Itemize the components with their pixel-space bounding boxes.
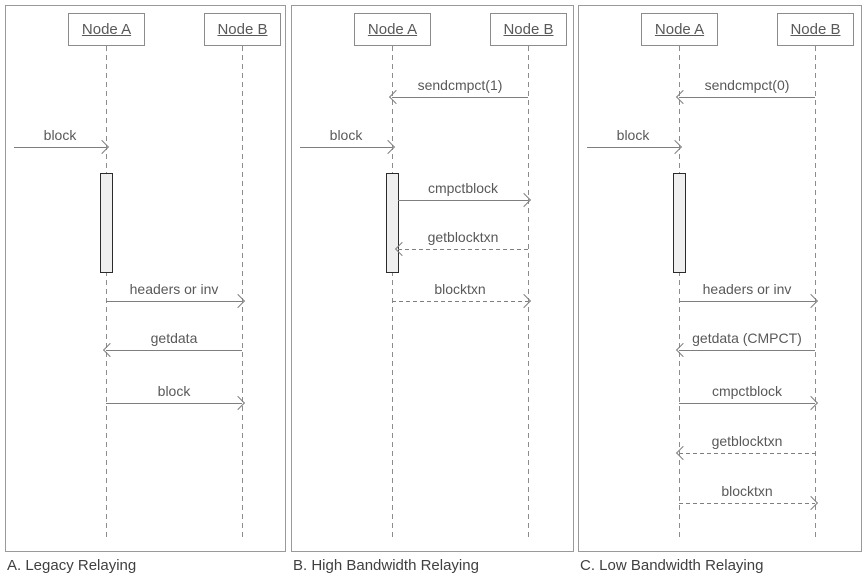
message-label: block <box>616 127 650 143</box>
message-line <box>106 403 242 404</box>
message-label: getblocktxn <box>427 229 499 245</box>
node-a-label: Node A <box>367 21 418 38</box>
node-b-label: Node B <box>790 21 841 38</box>
node-a-box: Node A <box>354 13 431 46</box>
message-line <box>679 403 815 404</box>
message-line <box>679 97 815 98</box>
message-line <box>398 249 528 250</box>
message-line <box>679 301 815 302</box>
message-line <box>679 350 815 351</box>
message-label: block <box>43 127 77 143</box>
message-label: block <box>329 127 363 143</box>
node-b-box: Node B <box>777 13 854 46</box>
node-a-activation-bar <box>100 173 113 273</box>
message-line <box>679 453 815 454</box>
message-line <box>587 147 679 148</box>
node-a-box: Node A <box>68 13 145 46</box>
node-b-box: Node B <box>204 13 281 46</box>
caption-low-bandwidth-relaying: C. Low Bandwidth Relaying <box>580 557 764 574</box>
message-line <box>679 503 815 504</box>
message-line <box>392 97 528 98</box>
node-b-label: Node B <box>503 21 554 38</box>
message-label: sendcmpct(1) <box>417 77 503 93</box>
node-b-lifeline <box>528 46 529 541</box>
message-label: getdata (CMPCT) <box>692 330 802 346</box>
message-label: blocktxn <box>721 483 773 499</box>
node-a-activation-bar <box>673 173 686 273</box>
node-a-label: Node A <box>81 21 132 38</box>
message-line <box>300 147 392 148</box>
node-b-lifeline <box>815 46 816 541</box>
node-b-label: Node B <box>217 21 268 38</box>
node-a-lifeline <box>679 46 680 541</box>
message-label: getblocktxn <box>711 433 783 449</box>
message-label: getdata <box>150 330 198 346</box>
message-label: headers or inv <box>702 281 792 297</box>
message-line <box>392 301 528 302</box>
panel-legacy-relaying: Node A Node B block headers or inv getda… <box>5 5 286 552</box>
node-a-lifeline <box>392 46 393 541</box>
message-line <box>398 200 528 201</box>
message-label: blocktxn <box>434 281 486 297</box>
node-a-lifeline <box>106 46 107 541</box>
caption-high-bandwidth-relaying: B. High Bandwidth Relaying <box>293 557 479 574</box>
node-b-box: Node B <box>490 13 567 46</box>
node-a-label: Node A <box>654 21 705 38</box>
panel-low-bandwidth-relaying: Node A Node B sendcmpct(0) block headers… <box>578 5 862 552</box>
message-line <box>106 301 242 302</box>
panel-high-bandwidth-relaying: Node A Node B sendcmpct(1) block cmpctbl… <box>291 5 574 552</box>
message-line <box>14 147 106 148</box>
message-label: cmpctblock <box>427 180 499 196</box>
message-label: sendcmpct(0) <box>704 77 790 93</box>
message-label: cmpctblock <box>711 383 783 399</box>
caption-legacy-relaying: A. Legacy Relaying <box>7 557 137 574</box>
message-label: headers or inv <box>129 281 219 297</box>
message-label: block <box>157 383 191 399</box>
node-a-activation-bar <box>386 173 399 273</box>
node-b-lifeline <box>242 46 243 541</box>
message-line <box>106 350 242 351</box>
node-a-box: Node A <box>641 13 718 46</box>
